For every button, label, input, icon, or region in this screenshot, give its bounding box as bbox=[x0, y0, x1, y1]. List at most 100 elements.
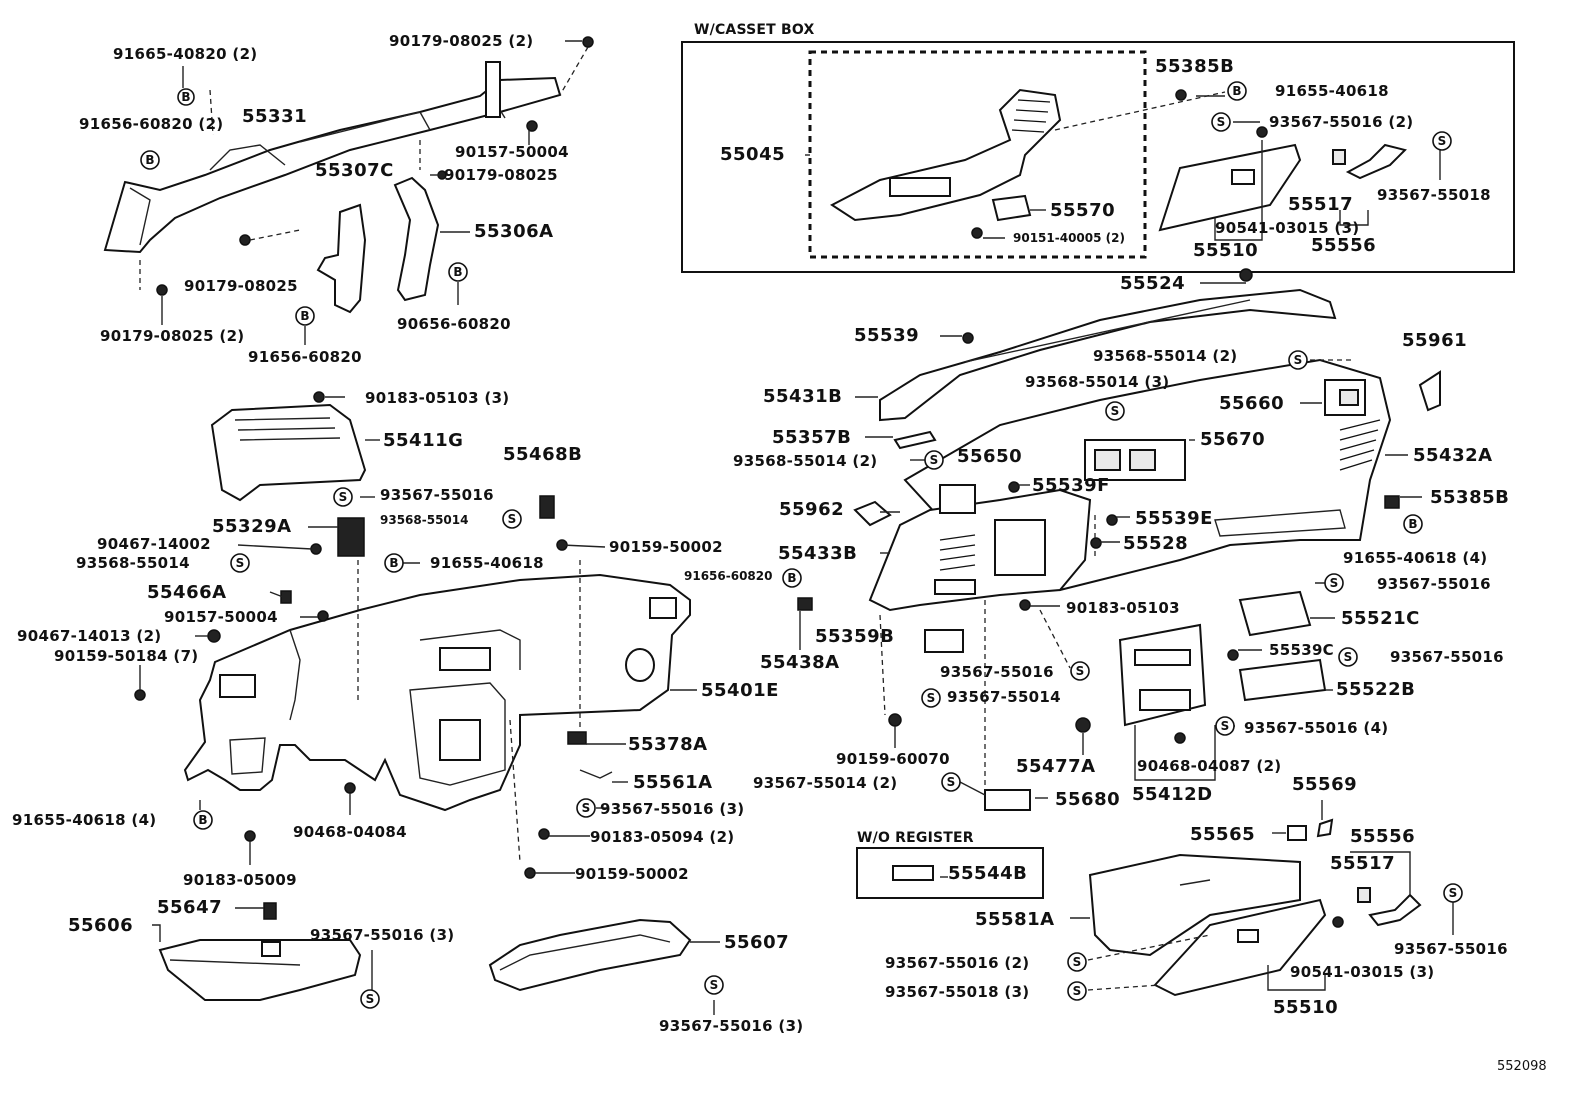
part-55544B-cover bbox=[892, 865, 934, 881]
bolt-symbol-icon: B bbox=[1227, 81, 1247, 101]
part-label: 90541-03015 (3) bbox=[1215, 219, 1360, 237]
part-label: 90656-60820 bbox=[397, 315, 511, 333]
svg-text:S: S bbox=[710, 978, 719, 992]
part-label: 55385B bbox=[1430, 487, 1510, 508]
part-label: 90183-05094 (2) bbox=[590, 828, 735, 846]
part-label: 93567-55016 bbox=[1390, 648, 1504, 666]
part-label: 93568-55014 bbox=[380, 513, 469, 527]
part-label: 93567-55018 bbox=[1377, 186, 1491, 204]
screw-symbol-icon: S bbox=[1432, 131, 1452, 151]
part-label: 55556 bbox=[1311, 235, 1377, 256]
part-label: 55528 bbox=[1123, 533, 1189, 554]
part-label: 55962 bbox=[779, 499, 845, 520]
part-label: 91655-40618 bbox=[1275, 82, 1389, 100]
bolt-symbol-icon: B bbox=[782, 568, 802, 588]
part-label: 90468-04087 (2) bbox=[1137, 757, 1282, 775]
part-label: 93567-55016 bbox=[940, 663, 1054, 681]
part-label: 91665-40820 (2) bbox=[113, 45, 258, 63]
part-label: 55385B bbox=[1155, 56, 1235, 77]
part-label: 93567-55016 (2) bbox=[1269, 113, 1414, 131]
no-register-heading: W/O REGISTER bbox=[857, 830, 974, 846]
svg-text:S: S bbox=[930, 453, 939, 467]
cassette-box-frame bbox=[681, 41, 1515, 273]
part-55433B-center-cluster bbox=[868, 488, 1092, 612]
part-label: 55517 bbox=[1330, 853, 1396, 874]
part-label: 55466A bbox=[147, 582, 227, 603]
screw-symbol-icon: S bbox=[924, 450, 944, 470]
screw-symbol-icon: S bbox=[941, 772, 961, 792]
part-label: 55401E bbox=[701, 680, 779, 701]
svg-text:S: S bbox=[1076, 664, 1085, 678]
part-55570-cassette-holder bbox=[991, 194, 1032, 222]
part-label: 55045 bbox=[720, 144, 786, 165]
svg-text:S: S bbox=[366, 992, 375, 1006]
svg-text:B: B bbox=[181, 90, 190, 104]
screw-symbol-icon: S bbox=[1288, 350, 1308, 370]
bolt-symbol-icon: B bbox=[193, 810, 213, 830]
part-label: 55329A bbox=[212, 516, 292, 537]
part-label: 55307C bbox=[315, 160, 394, 181]
part-55510-glovebox-door-a bbox=[1158, 143, 1302, 232]
svg-text:S: S bbox=[1330, 576, 1339, 590]
part-55307C-bracket bbox=[316, 203, 367, 314]
part-55510-glovebox-door-b bbox=[1153, 898, 1327, 997]
part-label: 55357B bbox=[772, 427, 852, 448]
part-55565-lock bbox=[1287, 818, 1334, 841]
part-label: 93568-55014 (3) bbox=[1025, 373, 1170, 391]
part-55401E-instrument-panel bbox=[183, 573, 691, 812]
part-label: 55647 bbox=[157, 897, 223, 918]
part-label: 55433B bbox=[778, 543, 858, 564]
svg-text:S: S bbox=[508, 512, 517, 526]
svg-text:B: B bbox=[1408, 517, 1417, 531]
part-label: 55680 bbox=[1055, 789, 1121, 810]
part-label: 55378A bbox=[628, 734, 708, 755]
part-label: 90183-05103 (3) bbox=[365, 389, 510, 407]
svg-text:S: S bbox=[1217, 115, 1226, 129]
svg-text:B: B bbox=[300, 309, 309, 323]
part-55412D-center-bezel bbox=[1118, 623, 1207, 727]
part-label: 55570 bbox=[1050, 200, 1116, 221]
screw-symbol-icon: S bbox=[1067, 952, 1087, 972]
part-label: 91655-40618 bbox=[430, 554, 544, 572]
part-label: 93567-55016 (3) bbox=[600, 800, 745, 818]
part-label: 55607 bbox=[724, 932, 790, 953]
screw-symbol-icon: S bbox=[576, 798, 596, 818]
part-label: 91656-60820 bbox=[248, 348, 362, 366]
part-label: 93567-55016 bbox=[1394, 940, 1508, 958]
part-label: 55539E bbox=[1135, 508, 1213, 529]
part-55606-lower-cover bbox=[158, 939, 362, 1001]
screw-symbol-icon: S bbox=[230, 553, 250, 573]
screw-symbol-icon: S bbox=[333, 487, 353, 507]
part-label: 93568-55014 (2) bbox=[1093, 347, 1238, 365]
part-label: 90183-05103 bbox=[1066, 599, 1180, 617]
part-label: 90179-08025 bbox=[184, 277, 298, 295]
part-label: 55438A bbox=[760, 652, 840, 673]
bolt-symbol-icon: B bbox=[295, 306, 315, 326]
part-label: 55468B bbox=[503, 444, 583, 465]
part-label: 93567-55016 bbox=[380, 486, 494, 504]
part-label: 55517 bbox=[1288, 194, 1354, 215]
screw-symbol-icon: S bbox=[360, 989, 380, 1009]
part-55680-register bbox=[984, 789, 1031, 811]
part-label: 55606 bbox=[68, 915, 134, 936]
part-label: 55510 bbox=[1193, 240, 1259, 261]
svg-text:S: S bbox=[582, 801, 591, 815]
part-label: 55524 bbox=[1120, 273, 1186, 294]
svg-text:S: S bbox=[236, 556, 245, 570]
part-55357B-clip bbox=[893, 430, 937, 450]
screw-symbol-icon: S bbox=[1324, 573, 1344, 593]
cassette-box-heading: W/CASSET BOX bbox=[694, 22, 815, 38]
part-label: 55412D bbox=[1132, 784, 1213, 805]
svg-text:B: B bbox=[787, 571, 796, 585]
part-label: 93567-55016 (2) bbox=[885, 954, 1030, 972]
svg-text:S: S bbox=[1438, 134, 1447, 148]
part-55607-lower-cover bbox=[488, 918, 692, 992]
part-label: 93567-55016 (3) bbox=[310, 926, 455, 944]
svg-text:S: S bbox=[1073, 984, 1082, 998]
part-55962-lamp bbox=[853, 500, 892, 527]
diagram-id: 552098 bbox=[1497, 1059, 1547, 1074]
part-label: 55544B bbox=[948, 863, 1028, 884]
part-label: 55522B bbox=[1336, 679, 1416, 700]
part-label: 90541-03015 (3) bbox=[1290, 963, 1435, 981]
